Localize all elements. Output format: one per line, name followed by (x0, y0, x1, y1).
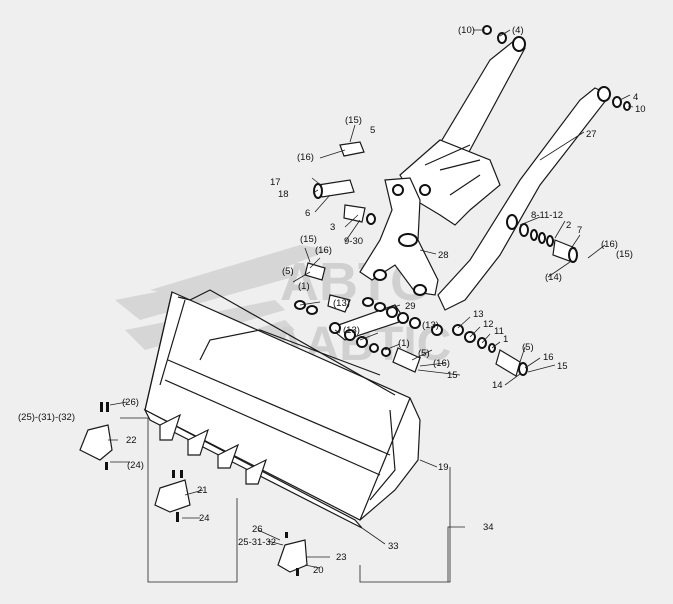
label-part-24: (24) (127, 460, 144, 471)
label-part-22: 22 (126, 435, 137, 446)
label-part-11: 11 (494, 326, 504, 337)
label-part-15: (15) (300, 234, 317, 245)
label-part-34: 34 (483, 522, 494, 533)
label-part-16: 16 (543, 352, 554, 363)
label-part-15: (15) (616, 249, 633, 260)
label-part-4: (4) (512, 25, 524, 36)
label-part-25-31-32: (25)-(31)-(32) (18, 412, 75, 423)
label-part-5: 5 (370, 125, 375, 136)
label-part-14: (14) (545, 272, 562, 283)
label-part-16: (16) (433, 358, 450, 369)
label-part-4: 4 (633, 92, 638, 103)
label-part-7: 7 (577, 225, 582, 236)
label-part-10: (10) (458, 25, 475, 36)
label-part-19: 19 (438, 462, 449, 473)
label-part-26: (26) (122, 397, 139, 408)
label-part-1: 1 (503, 334, 508, 345)
label-part-1: (1) (398, 338, 410, 349)
bolts (100, 402, 299, 576)
label-part-29: 29 (405, 301, 416, 312)
part-labels: (10) (4) 4 10 27 (15) 5 (16) 17 18 6 3 9… (18, 25, 646, 576)
label-part-20: 20 (313, 565, 324, 576)
label-part-1: (1) (298, 281, 310, 292)
boom-right-arm (437, 87, 611, 311)
pins (304, 141, 521, 377)
label-part-26: 26 (252, 524, 263, 535)
label-part-15: 15 (557, 361, 568, 372)
label-part-13: 13 (473, 309, 484, 320)
side-cutters (79, 424, 308, 573)
label-part-13: (13) (333, 298, 350, 309)
label-part-15: 15 (447, 370, 458, 381)
label-part-13: (13) (422, 320, 439, 331)
label-part-33: 33 (388, 541, 399, 552)
boom-assembly (328, 39, 611, 341)
label-part-5: (5) (418, 348, 430, 359)
label-part-5: (5) (282, 266, 294, 277)
label-part-16: (16) (297, 152, 314, 163)
label-part-24: 24 (199, 513, 210, 524)
bucket (143, 289, 421, 529)
label-part-18: 18 (278, 189, 289, 200)
label-part-13: (13) (343, 325, 360, 336)
label-part-8-11-12: 8-11-12 (531, 210, 563, 221)
label-part-15: (15) (345, 115, 362, 126)
label-part-16: (16) (601, 239, 618, 250)
bucket-teeth (159, 413, 268, 485)
callout-lines (108, 29, 634, 583)
label-part-25-31-32: 25-31-32 (238, 537, 276, 548)
label-part-10: 10 (635, 104, 646, 115)
label-part-6: 6 (305, 208, 310, 219)
label-part-5: (5) (522, 342, 534, 353)
label-part-17: 17 (270, 177, 281, 188)
label-part-2: 2 (566, 220, 571, 231)
label-part-21: 21 (197, 485, 208, 496)
label-part-16: (16) (315, 245, 332, 256)
label-part-23: 23 (336, 552, 347, 563)
label-part-12: 12 (483, 319, 494, 330)
label-part-14: 14 (492, 380, 503, 391)
top-bushings (482, 25, 631, 263)
label-part-9-30: 9-30 (344, 236, 363, 247)
label-part-28: 28 (438, 250, 449, 261)
label-part-3: 3 (330, 222, 335, 233)
label-part-27: 27 (586, 129, 597, 140)
